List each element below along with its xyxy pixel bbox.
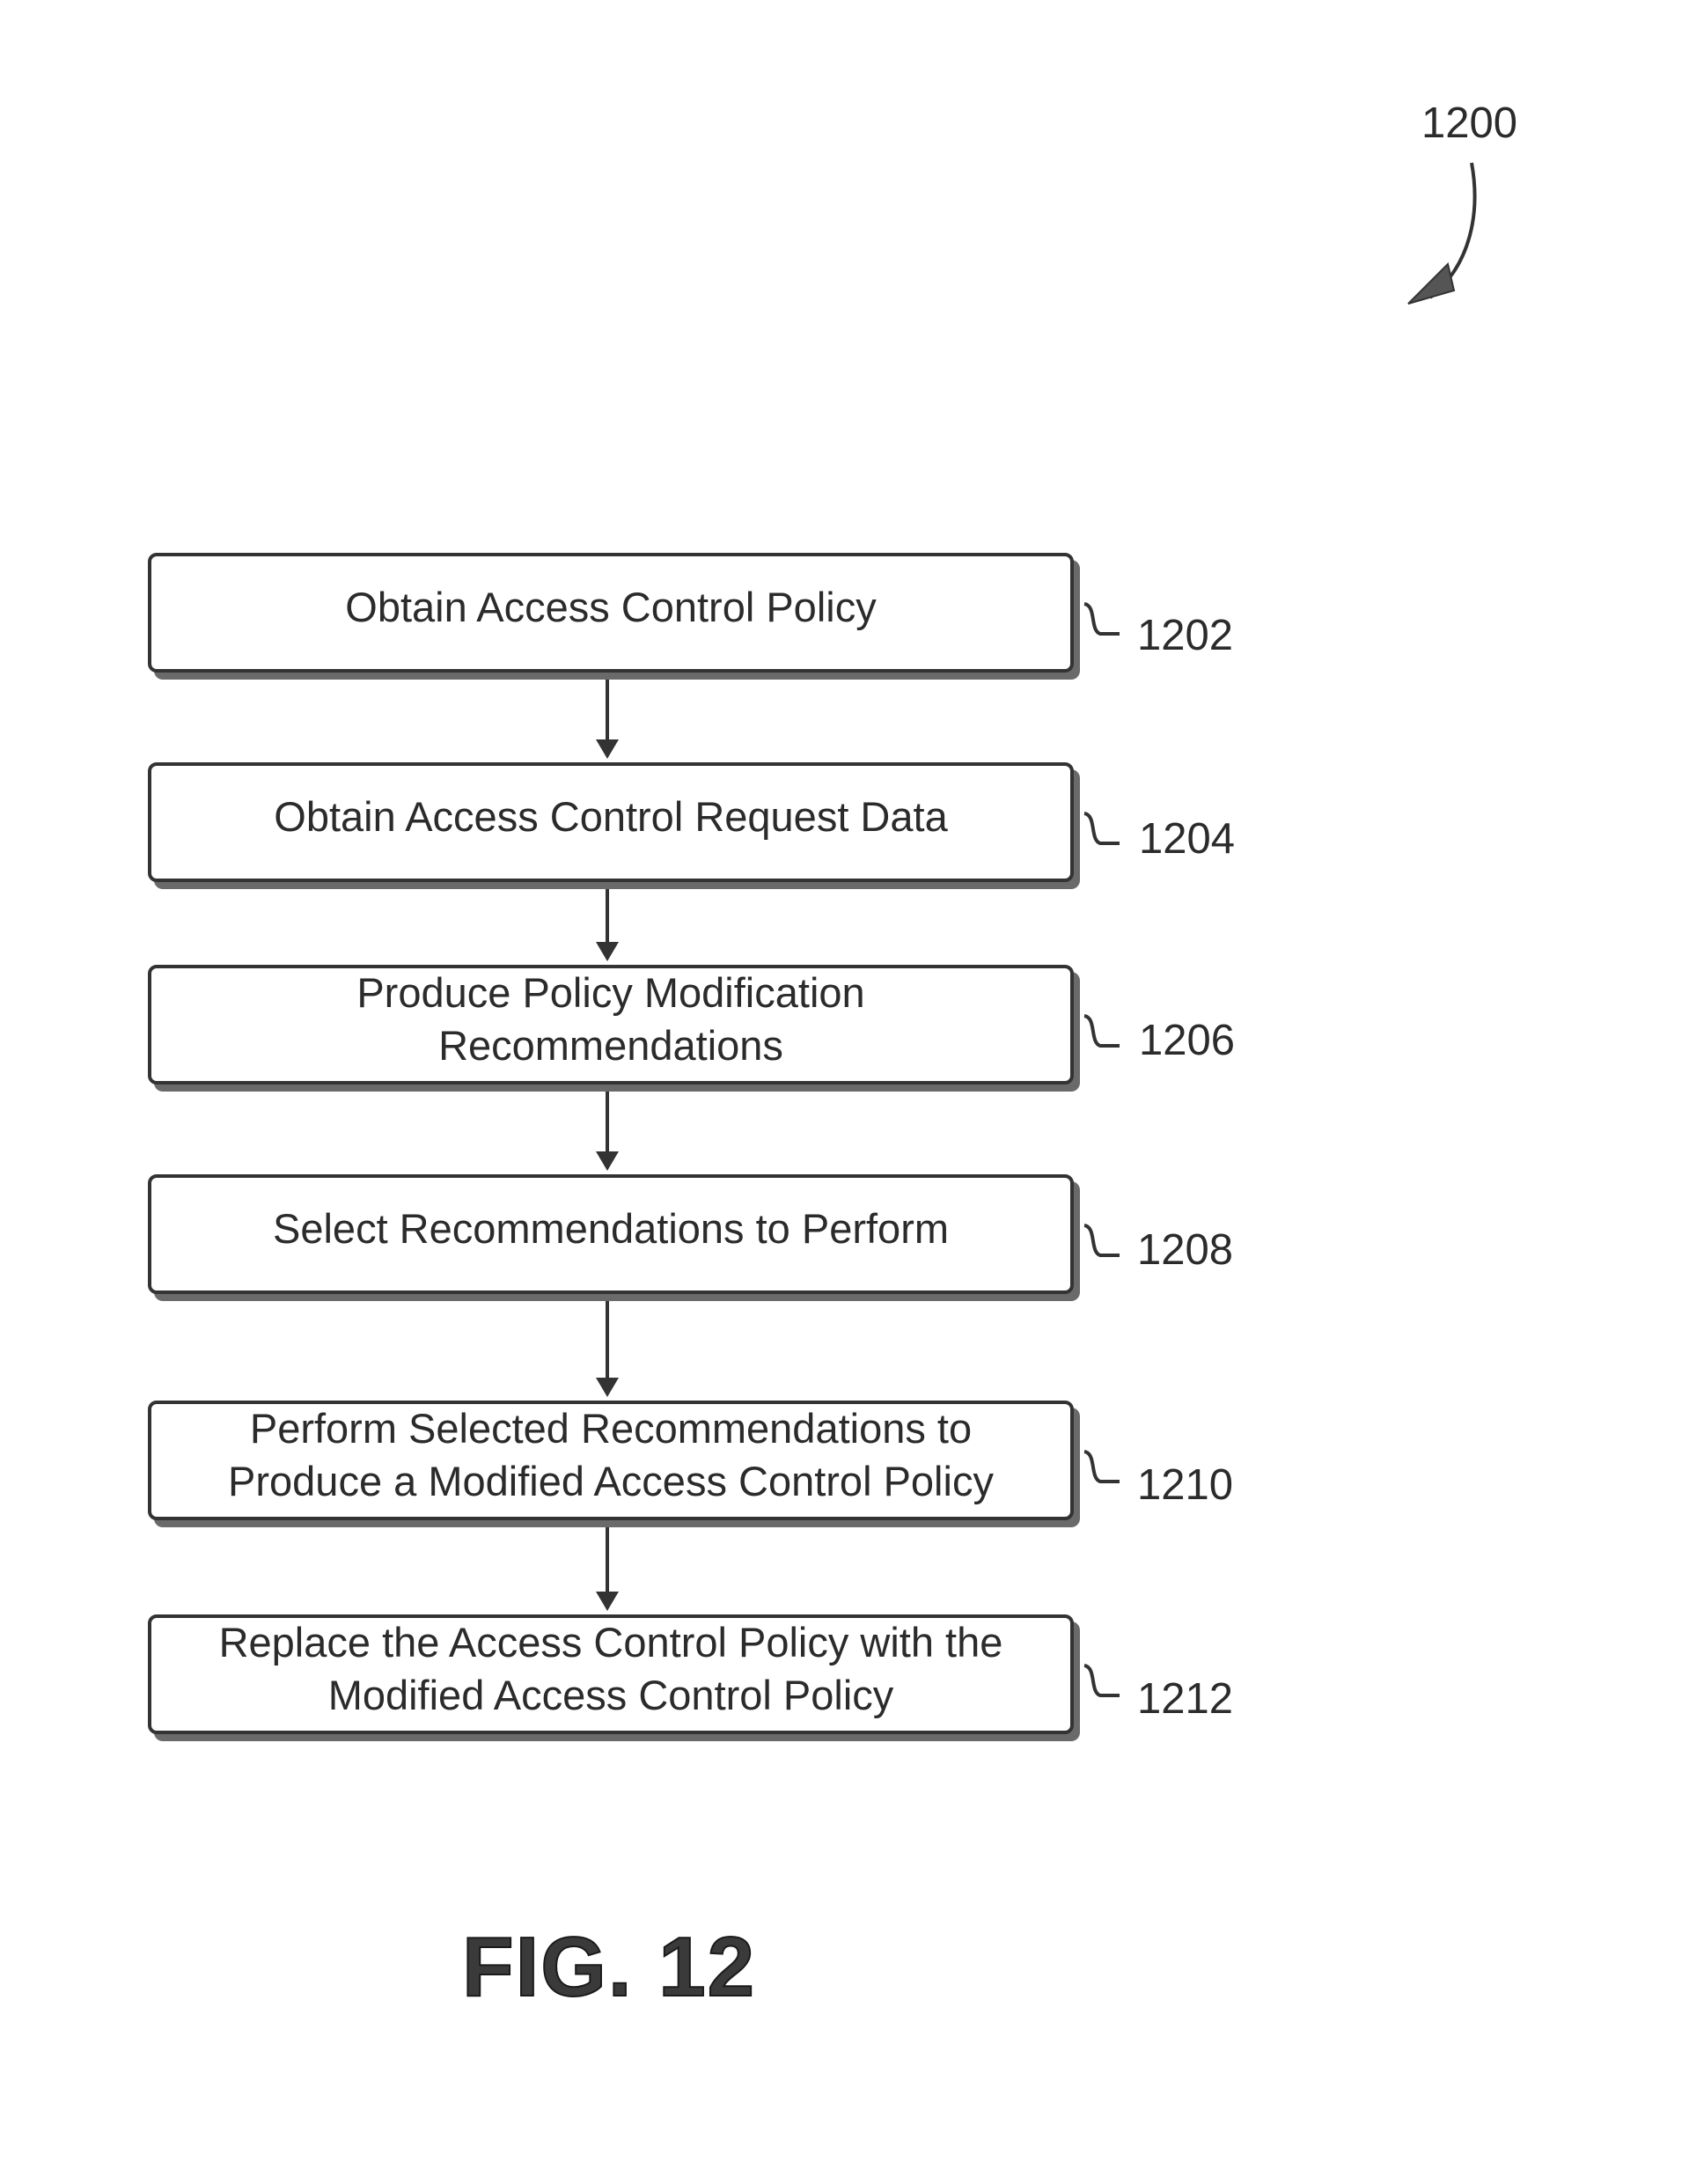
step-ref-1210: 1210 bbox=[1137, 1460, 1233, 1510]
step-ref-1204: 1204 bbox=[1139, 814, 1235, 864]
leader-line-1208 bbox=[1084, 1225, 1120, 1255]
step-ref-1206: 1206 bbox=[1139, 1016, 1235, 1065]
step-ref-1208: 1208 bbox=[1137, 1225, 1233, 1275]
step-label-1212: Replace the Access Control Policy with t… bbox=[219, 1616, 1003, 1722]
flow-arrowhead-icon bbox=[596, 1151, 619, 1171]
step-label-1208: Select Recommendations to Perform bbox=[273, 1202, 949, 1255]
step-box-1212: Replace the Access Control Policy with t… bbox=[148, 1614, 1074, 1734]
figure-caption: FIG. 12 bbox=[0, 1919, 1218, 2016]
figure-reference-arrowhead-icon bbox=[1408, 264, 1454, 304]
step-box-1210: Perform Selected Recommendations to Prod… bbox=[148, 1401, 1074, 1520]
step-label-1210: Perform Selected Recommendations to Prod… bbox=[228, 1402, 994, 1508]
step-label-1202: Obtain Access Control Policy bbox=[345, 581, 876, 634]
leader-line-1204 bbox=[1084, 813, 1120, 843]
leader-line-1210 bbox=[1084, 1452, 1120, 1482]
leader-line-1212 bbox=[1084, 1666, 1120, 1695]
leader-line-1202 bbox=[1084, 604, 1120, 634]
step-label-1206: Produce Policy Modification Recommendati… bbox=[356, 967, 864, 1072]
flow-arrowhead-icon bbox=[596, 1378, 619, 1397]
leader-line-1206 bbox=[1084, 1016, 1120, 1046]
step-ref-1202: 1202 bbox=[1137, 611, 1233, 660]
flow-arrowhead-icon bbox=[596, 942, 619, 961]
step-box-1204: Obtain Access Control Request Data bbox=[148, 762, 1074, 882]
step-box-1208: Select Recommendations to Perform bbox=[148, 1174, 1074, 1294]
step-box-1202: Obtain Access Control Policy bbox=[148, 553, 1074, 673]
step-ref-1212: 1212 bbox=[1137, 1674, 1233, 1724]
flow-arrowhead-icon bbox=[596, 1592, 619, 1611]
flow-arrowhead-icon bbox=[596, 739, 619, 759]
step-label-1204: Obtain Access Control Request Data bbox=[274, 791, 947, 843]
step-box-1206: Produce Policy Modification Recommendati… bbox=[148, 965, 1074, 1085]
